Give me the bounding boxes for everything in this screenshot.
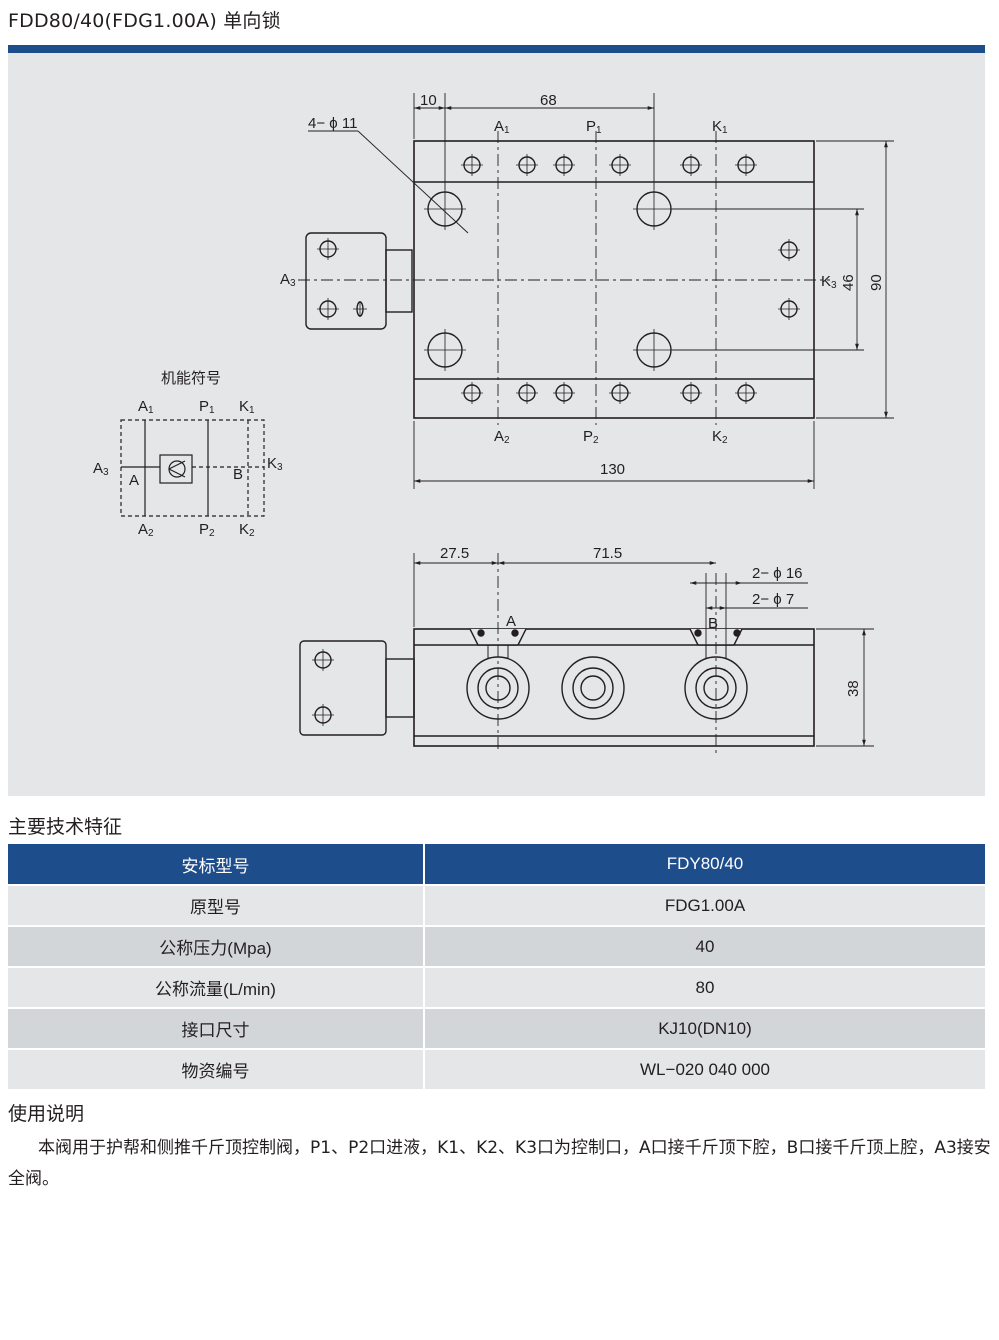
specs-title: 主要技术特征: [8, 816, 123, 838]
port-K2: K2: [712, 428, 728, 446]
spec-label: 公称压力(Mpa): [8, 925, 424, 967]
spec-value: WL−020 040 000: [423, 1048, 985, 1089]
table-row: 接口尺寸 KJ10(DN10): [8, 1007, 985, 1049]
port-A3: A3: [280, 271, 296, 289]
spec-label: 物资编号: [8, 1048, 424, 1089]
port-K1: K1: [712, 118, 728, 136]
top-view-text: 10 68 4− ϕ 11 130 90 46 A1 P1 K1 A2 P2 K…: [280, 92, 885, 478]
spec-value: KJ10(DN10): [423, 1007, 985, 1049]
valve-body-side: [413, 628, 815, 747]
spec-value: FDG1.00A: [423, 884, 985, 926]
function-symbol-text: 机能符号 A1 P1 K1 A2 P2 K2 A3 K3 A B: [93, 370, 283, 539]
sym-A2: A2: [138, 521, 154, 539]
valve-body-top: [413, 140, 815, 419]
port-K3: K3: [821, 273, 837, 291]
sym-A: A: [129, 472, 139, 489]
sym-K1: K1: [239, 398, 255, 416]
side-label-A: A: [506, 613, 516, 630]
sym-K2: K2: [239, 521, 255, 539]
dim-phi16: 2− ϕ 16: [752, 565, 803, 582]
spec-label: 原型号: [8, 884, 424, 926]
side-label-B: B: [708, 615, 718, 632]
usage-title: 使用说明: [8, 1103, 85, 1125]
a3-port-stem: [385, 249, 413, 313]
dim-38: 38: [845, 680, 862, 697]
port-A1: A1: [494, 118, 510, 136]
usage-text: 本阀用于护帮和侧推千斤顶控制阀，P1、P2口进液，K1、K2、K3口为控制口，A…: [8, 1138, 991, 1189]
sym-P1: P1: [199, 398, 215, 416]
port-P1: P1: [586, 118, 602, 136]
sym-K3: K3: [267, 455, 283, 473]
side-port-block: [299, 640, 387, 736]
table-row: 原型号 FDG1.00A: [8, 884, 985, 926]
port-P2: P2: [583, 428, 599, 446]
dim-27-5: 27.5: [440, 545, 469, 562]
side-view-text: 27.5 71.5 2− ϕ 16 2− ϕ 7 38 A B: [440, 545, 862, 697]
specs-header-cell: FDY80/40: [423, 844, 985, 885]
spec-value: 80: [423, 966, 985, 1008]
drawing-svg: 10 68 4− ϕ 11 130 90 46 A1 P1 K1 A2 P2 K…: [93, 92, 894, 753]
specs-header-cell: 安标型号: [8, 844, 424, 885]
port-A2: A2: [494, 428, 510, 446]
sym-P2: P2: [199, 521, 215, 539]
title-divider-bar: [8, 45, 985, 53]
symbol-title: 机能符号: [161, 370, 221, 387]
spec-label: 公称流量(L/min): [8, 966, 424, 1008]
sym-A1: A1: [138, 398, 154, 416]
dim-holes: 4− ϕ 11: [308, 115, 357, 132]
spec-value: 40: [423, 925, 985, 967]
dim-46: 46: [840, 274, 857, 291]
page-title: FDD80/40(FDG1.00A) 单向锁: [8, 10, 281, 32]
dim-71-5: 71.5: [593, 545, 622, 562]
a3-port-block: [305, 232, 387, 330]
dim-90: 90: [868, 274, 885, 291]
dim-68: 68: [540, 92, 557, 109]
table-row: 公称压力(Mpa) 40: [8, 925, 985, 967]
function-symbol: [120, 419, 265, 517]
spec-label: 接口尺寸: [8, 1007, 424, 1049]
sym-B: B: [233, 466, 243, 483]
table-row: 公称流量(L/min) 80: [8, 966, 985, 1008]
dim-10: 10: [420, 92, 437, 109]
table-row: 物资编号 WL−020 040 000: [8, 1048, 985, 1089]
top-view: [298, 93, 894, 489]
sym-A3: A3: [93, 460, 109, 478]
specs-table: 安标型号 FDY80/40 原型号 FDG1.00A 公称压力(Mpa) 40 …: [8, 844, 985, 1089]
dim-phi7: 2− ϕ 7: [752, 591, 794, 608]
dim-130: 130: [600, 461, 625, 478]
technical-drawing: 10 68 4− ϕ 11 130 90 46 A1 P1 K1 A2 P2 K…: [8, 53, 985, 796]
specs-header-row: 安标型号 FDY80/40: [8, 844, 985, 885]
side-view: [299, 553, 874, 753]
